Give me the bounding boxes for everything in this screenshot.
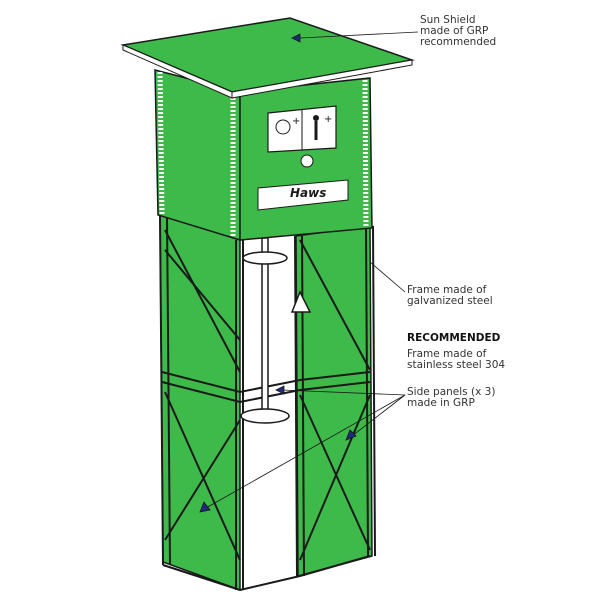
- side-panels-label: Side panels (x 3) made in GRP: [407, 386, 496, 409]
- eyewash-icon: [275, 119, 291, 135]
- recommended-heading: RECOMMENDED: [407, 332, 501, 344]
- svg-text:+: +: [324, 114, 332, 125]
- frame: [159, 214, 376, 591]
- side-panel-back: [295, 225, 373, 577]
- activation-button: [300, 154, 314, 168]
- person-icon: [313, 115, 319, 121]
- logo-text: Haws: [290, 186, 327, 200]
- logo-plate: [257, 179, 349, 211]
- svg-text:+: +: [292, 116, 300, 127]
- leader-lines: [199, 31, 419, 513]
- safety-sign: + +: [267, 105, 337, 153]
- shower-assembly: [240, 237, 312, 424]
- frame-galvanized-label: Frame made of galvanized steel: [407, 284, 493, 307]
- frame-stainless-label: Frame made of stainless steel 304: [407, 348, 506, 371]
- sun-shield-label: Sun Shield made of GRP recommended: [420, 14, 497, 48]
